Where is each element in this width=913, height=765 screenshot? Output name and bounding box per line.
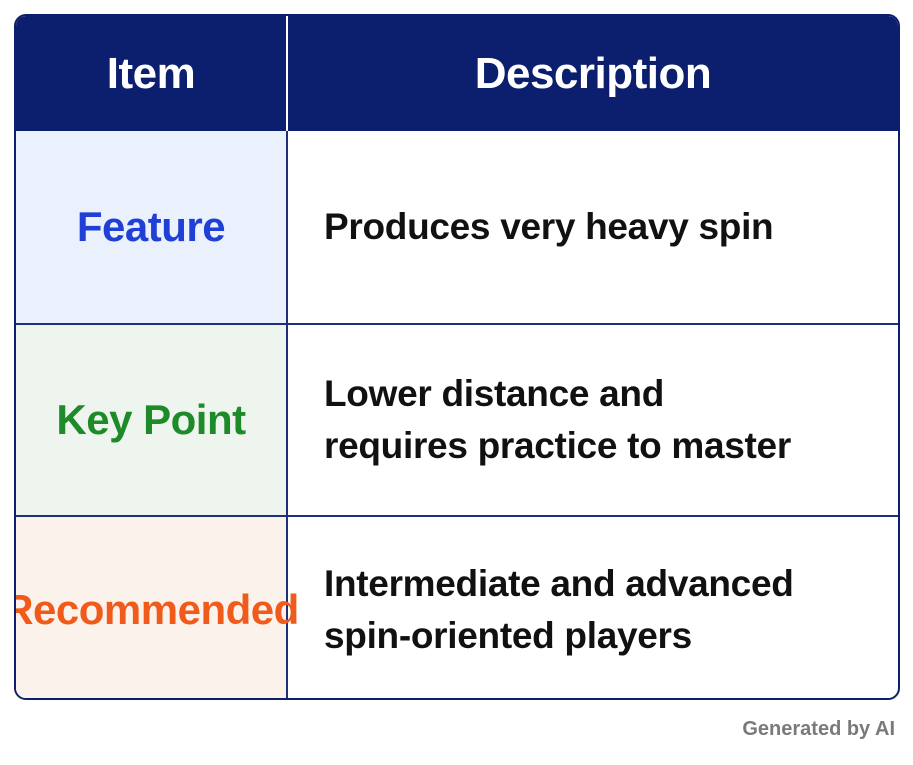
row-description: Produces very heavy spin [288, 131, 898, 323]
row-item-label: Key Point [16, 325, 288, 515]
description-line: spin-oriented players [324, 614, 692, 656]
row-item-label: Feature [16, 131, 288, 323]
description-lines: Intermediate and advanced spin-oriented … [324, 558, 794, 662]
table-header: Item Description [16, 16, 898, 131]
row-item-label: Recommended [16, 517, 299, 698]
generated-by-credit: Generated by AI [742, 718, 895, 740]
description-lines: Lower distance and requires practice to … [324, 368, 791, 472]
description-line: Produces very heavy spin [324, 206, 774, 247]
table-row: Recommended Intermediate and advanced sp… [16, 515, 898, 698]
header-item: Item [16, 16, 288, 131]
comparison-table: Item Description Feature Produces very h… [14, 14, 900, 700]
row-description: Intermediate and advanced spin-oriented … [288, 517, 898, 698]
description-line: Intermediate and advanced [324, 562, 794, 604]
header-description: Description [474, 48, 712, 98]
table-row: Key Point Lower distance and requires pr… [16, 323, 898, 515]
description-line: Lower distance and [324, 373, 665, 414]
description-line: requires practice to master [324, 425, 791, 466]
table-row: Feature Produces very heavy spin [16, 131, 898, 323]
row-description: Lower distance and requires practice to … [288, 325, 898, 515]
description-lines: Produces very heavy spin [324, 201, 774, 253]
